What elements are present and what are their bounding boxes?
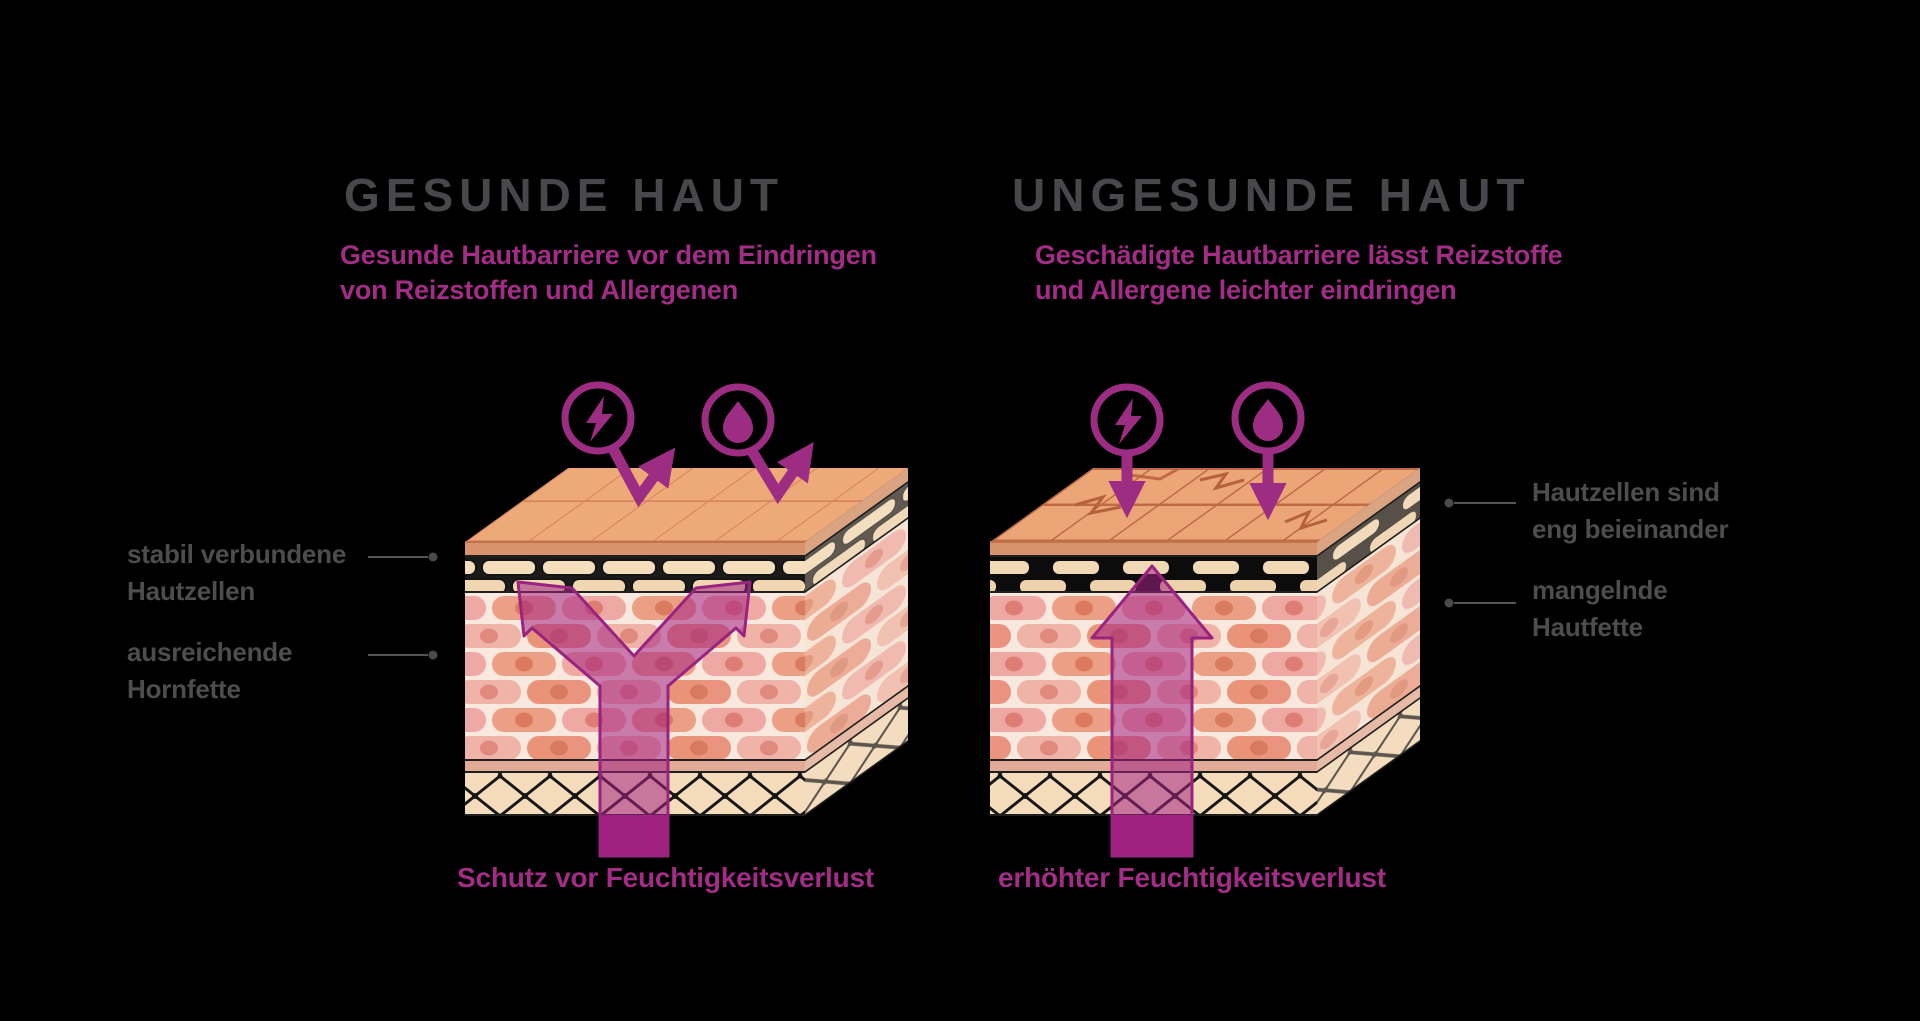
droplet-shine <box>725 439 751 449</box>
healthy-subtitle-line2: von Reizstoffen und Allergenen <box>340 275 739 305</box>
surface-crack <box>1284 509 1328 531</box>
unhealthy-title: UNGESUNDE HAUT <box>1012 169 1531 221</box>
healthy-subtitle: Gesunde Hautbarriere vor dem Eindringen … <box>340 238 877 308</box>
label-connected-skin-cells: stabil verbundene Hautzellen <box>127 539 347 606</box>
healthy-skin-side-face <box>805 467 908 816</box>
healthy-irritant-icons <box>561 381 814 508</box>
unhealthy-subtitle: Geschädigte Hautbarriere lässt Reizstoff… <box>1035 238 1563 308</box>
surface-crack <box>1199 471 1245 491</box>
label-skin-cells-close: Hautzellen sind eng beieinander <box>1532 477 1729 544</box>
droplet-icon <box>701 383 775 457</box>
surface-crack <box>1074 494 1122 516</box>
unhealthy-skin-block <box>990 467 1420 858</box>
deflected-arrow-droplet <box>745 442 814 505</box>
lightning-bolt-glyph <box>586 396 613 442</box>
moisture-loss-arrow <box>1090 564 1214 858</box>
label-sufficient-lipids: ausreichende Hornfette <box>127 637 293 704</box>
droplet-glyph <box>1253 399 1283 441</box>
healthy-title: GESUNDE HAUT <box>344 169 785 221</box>
healthy-subtitle-line1: Gesunde Hautbarriere vor dem Eindringen <box>340 240 877 270</box>
surface-crack <box>1129 468 1179 481</box>
unhealthy-irritant-icons <box>1090 381 1305 521</box>
leader-lines <box>368 498 1516 660</box>
unhealthy-subtitle-line1: Geschädigte Hautbarriere lässt Reizstoff… <box>1035 240 1563 270</box>
droplet-glyph <box>723 401 753 443</box>
unhealthy-subtitle-line2: und Allergene leichter eindringen <box>1035 275 1457 305</box>
healthy-skin-block <box>465 467 908 858</box>
lightning-bolt-glyph <box>1115 398 1142 444</box>
droplet-shine <box>1255 437 1281 447</box>
label-lacking-lipids: mangelnde Hautfette <box>1532 575 1668 642</box>
healthy-corneocyte-layer <box>465 556 805 592</box>
lightning-icon <box>561 381 635 455</box>
unhealthy-skin-side-face <box>1317 467 1420 816</box>
unhealthy-caption: erhöhter Feuchtigkeitsverlust <box>998 862 1386 893</box>
deflected-arrow-lightning <box>607 444 676 508</box>
healthy-caption: Schutz vor Feuchtigkeitsverlust <box>457 862 875 893</box>
moisture-retained-arrow <box>516 580 752 858</box>
